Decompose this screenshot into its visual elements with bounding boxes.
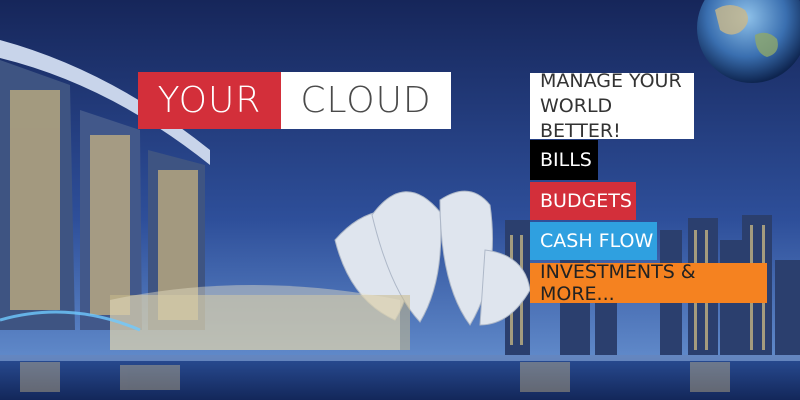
category-investments: INVESTMENTS & MORE... bbox=[530, 261, 767, 305]
logo-word-cloud: CLOUD bbox=[281, 72, 451, 129]
tagline: MANAGE YOUR WORLD BETTER! bbox=[530, 70, 694, 142]
logo-word-your: YOUR bbox=[138, 72, 281, 129]
category-bills: BILLS bbox=[530, 140, 598, 180]
brand-logo: YOUR CLOUD bbox=[138, 72, 451, 129]
category-cash-flow: CASH FLOW bbox=[530, 222, 657, 260]
category-budgets: BUDGETS bbox=[530, 182, 636, 220]
